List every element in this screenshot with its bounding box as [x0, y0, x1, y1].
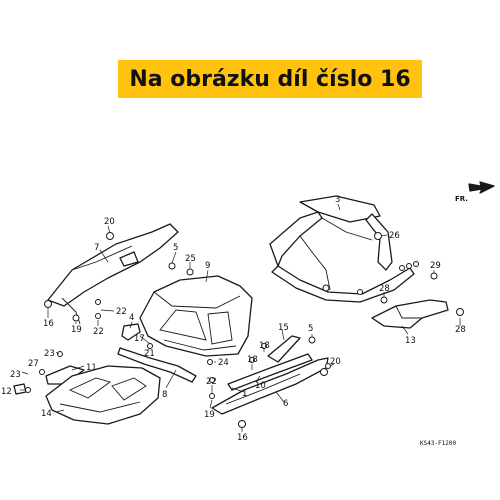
callout-22a: 22 — [116, 307, 127, 317]
part-7-side-cover — [47, 223, 179, 325]
callout-17: 17 — [134, 334, 145, 344]
callout-22b: 22 — [93, 327, 104, 337]
callout-16a: 16 — [43, 319, 54, 329]
callout-29: 29 — [430, 261, 441, 271]
leader-lines — [20, 203, 461, 432]
callout-23b: 23 — [10, 370, 21, 380]
callout-5a: 5 — [173, 243, 178, 253]
callout-11: 11 — [86, 363, 97, 373]
part-3-frame — [269, 195, 419, 303]
callout-14: 14 — [41, 409, 52, 419]
callout-28b: 28 — [455, 325, 466, 335]
callout-13: 13 — [405, 336, 416, 346]
callout-4: 4 — [129, 313, 134, 323]
callout-20a: 20 — [104, 217, 115, 227]
callout-26: 26 — [389, 231, 400, 241]
part-10-rail — [227, 353, 313, 391]
part-4-bracket — [121, 323, 141, 341]
callout-10: 10 — [255, 381, 266, 391]
callout-19b: 19 — [204, 410, 215, 420]
callout-22c: 22 — [206, 377, 217, 387]
callout-7: 7 — [94, 243, 99, 253]
part-6-lower-cover — [211, 357, 329, 415]
callout-1: 1 — [242, 389, 247, 399]
callout-25: 25 — [185, 254, 196, 264]
callout-28a: 28 — [379, 284, 390, 294]
part-15-bar — [267, 335, 301, 363]
callout-labels: 20 7 5 25 9 3 26 29 28 28 13 16 19 22 22… — [1, 195, 466, 443]
callout-6: 6 — [283, 399, 288, 409]
part-12-grommet — [13, 383, 27, 395]
callout-12: 12 — [1, 387, 12, 397]
fasteners — [25, 232, 464, 428]
callout-8: 8 — [162, 390, 167, 400]
callout-15: 15 — [278, 323, 289, 333]
callout-19a: 19 — [71, 325, 82, 335]
callout-9: 9 — [205, 261, 210, 271]
title-text: Na obrázku díl číslo 16 — [129, 66, 411, 92]
callout-23a: 23 — [44, 349, 55, 359]
part-13-bracket — [371, 299, 449, 329]
callout-24: 24 — [218, 358, 229, 368]
callout-18a: 18 — [259, 341, 270, 351]
callout-18b: 18 — [247, 355, 258, 365]
callout-21: 21 — [144, 349, 155, 359]
part-8-strip — [117, 347, 197, 383]
callout-27: 27 — [28, 359, 39, 369]
part-9-storage-box — [139, 275, 253, 357]
front-arrow-icon — [468, 181, 495, 194]
diagram-code: KS43-F1200 — [420, 440, 457, 447]
callout-20b: 20 — [330, 357, 341, 367]
title-banner: Na obrázku díl číslo 16 — [118, 60, 422, 98]
direction-label: FR. — [455, 195, 468, 203]
callout-16b: 16 — [237, 433, 248, 443]
part-14-floor-tray — [45, 365, 161, 425]
callout-5b: 5 — [308, 324, 313, 334]
callout-3: 3 — [335, 195, 340, 205]
